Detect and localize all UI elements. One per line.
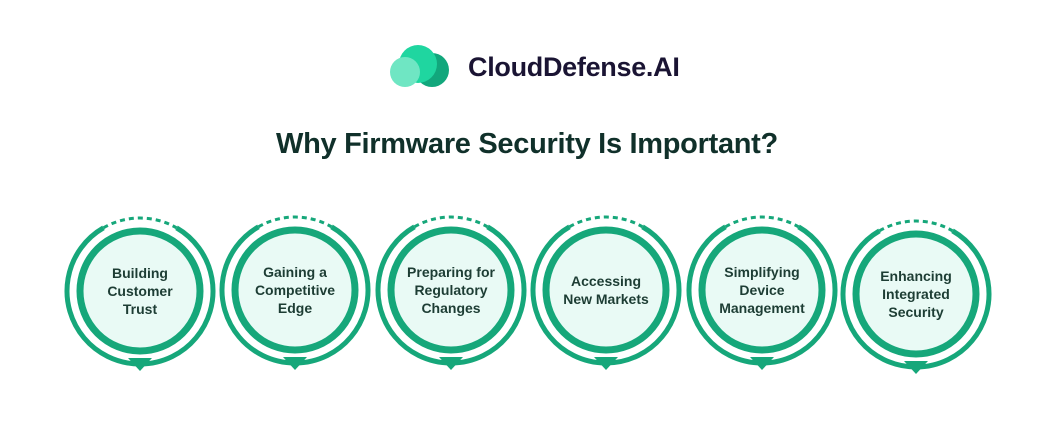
diagram-item: Building Customer Trust	[60, 206, 220, 376]
brand-logo: CloudDefense.AI	[388, 44, 680, 90]
cloud-icon	[390, 45, 449, 87]
diagram-item: Accessing New Markets	[526, 205, 686, 375]
item-label: Gaining a Competitive Edge	[254, 264, 336, 316]
item-label: Simplifying Device Management	[719, 264, 805, 316]
dashed-arc	[413, 215, 489, 229]
diagram-item: Preparing for Regulatory Changes	[371, 205, 531, 375]
dashed-arc	[724, 215, 800, 229]
badge-shape	[686, 215, 838, 370]
pointer	[439, 357, 463, 370]
inner-circle	[698, 226, 826, 354]
diagram-item: Gaining a Competitive Edge	[215, 205, 375, 375]
item-label: Accessing New Markets	[563, 273, 649, 307]
brand-name: CloudDefense.AI	[468, 51, 680, 82]
inner-circle	[852, 230, 980, 358]
item-label: Preparing for Regulatory Changes	[407, 264, 495, 316]
pointer	[594, 357, 618, 370]
pointer	[750, 357, 774, 370]
item-label: Building Customer Trust	[107, 265, 173, 317]
diagram-item: Simplifying Device Management	[682, 205, 842, 375]
dashed-arc	[568, 215, 644, 229]
badge-shape	[64, 216, 216, 371]
badge-shape	[219, 215, 371, 370]
pointer	[128, 358, 152, 371]
pointer	[283, 357, 307, 370]
dashed-arc	[102, 216, 178, 230]
pointer	[904, 361, 928, 374]
badge-shape	[530, 215, 682, 370]
inner-circle	[231, 226, 359, 354]
inner-circle	[387, 226, 515, 354]
diagram-item: Enhancing Integrated Security	[836, 209, 996, 379]
badge-shape	[375, 215, 527, 370]
dashed-arc	[257, 215, 333, 229]
badge-shape	[840, 219, 992, 374]
item-label: Enhancing Integrated Security	[880, 268, 952, 320]
page-title: Why Firmware Security Is Important?	[276, 128, 778, 160]
inner-circle	[542, 226, 670, 354]
dashed-arc	[878, 219, 954, 233]
inner-circle	[76, 227, 204, 355]
